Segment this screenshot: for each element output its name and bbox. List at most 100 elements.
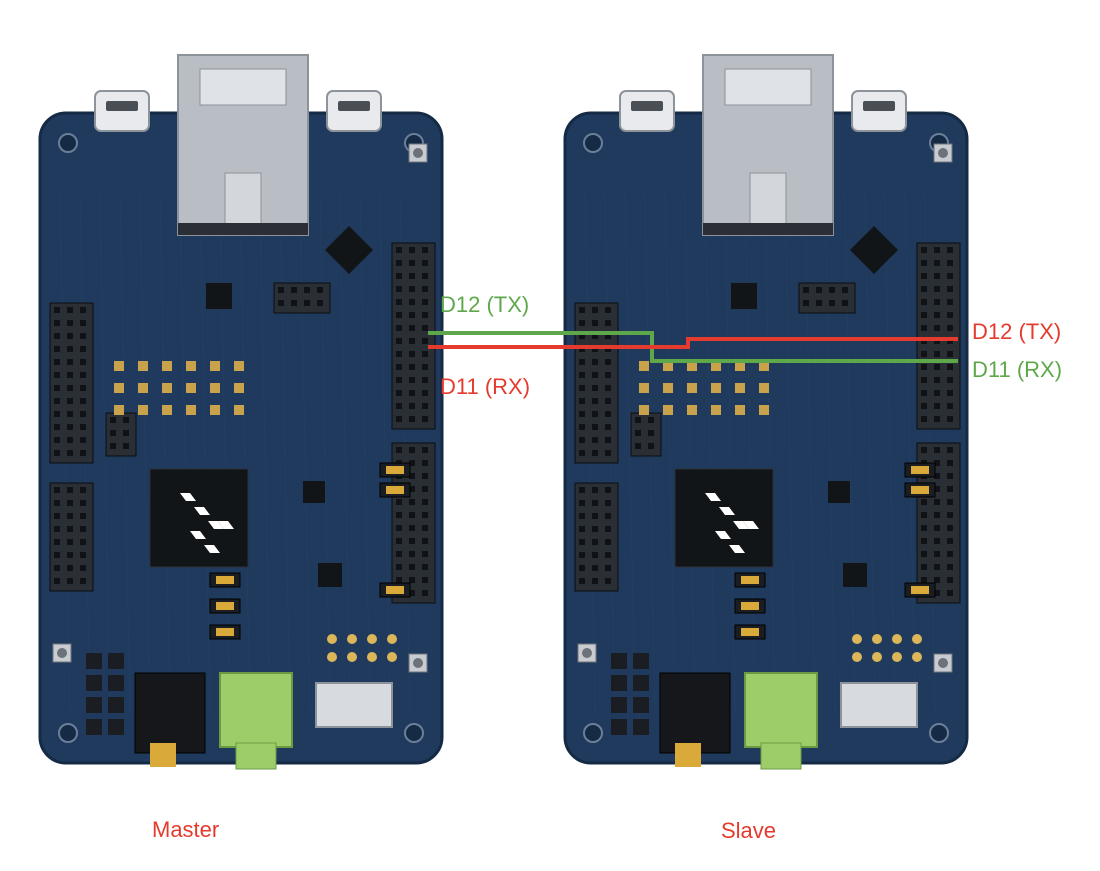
gold-pad	[912, 634, 922, 644]
nxp-chevron-logo	[180, 493, 234, 553]
sensor-chip	[849, 225, 899, 275]
master-board	[38, 54, 444, 770]
gold-pad	[639, 405, 649, 415]
gold-pad	[663, 361, 673, 371]
jumper-pin	[86, 653, 102, 669]
audio-jack-green	[219, 672, 293, 748]
jumper	[904, 582, 936, 598]
jumper-pin	[611, 697, 627, 713]
gold-pad	[138, 383, 148, 393]
ic-small	[843, 563, 867, 587]
gold-pad	[210, 361, 220, 371]
mounting-hole	[58, 133, 78, 153]
jumper	[734, 598, 766, 614]
gold-pad	[711, 405, 721, 415]
gold-pad	[852, 652, 862, 662]
gold-pad	[138, 361, 148, 371]
slave-rx-label: D11 (RX)	[972, 357, 1063, 382]
jumper-pin	[611, 653, 627, 669]
gold-pad	[759, 405, 769, 415]
jumper	[379, 482, 411, 498]
jumper-pin	[86, 697, 102, 713]
jumper-pin	[108, 675, 124, 691]
jumper	[734, 624, 766, 640]
slave-tx-label: D12 (TX)	[972, 319, 1062, 344]
gold-pad	[663, 405, 673, 415]
mounting-hole	[929, 723, 949, 743]
jumper-pin	[108, 697, 124, 713]
rx-to-tx-wire	[428, 337, 958, 349]
jumper	[904, 462, 936, 478]
gold-pad	[234, 405, 244, 415]
gold-pad	[735, 361, 745, 371]
jumper	[734, 572, 766, 588]
gold-pad	[234, 361, 244, 371]
mounting-hole	[583, 723, 603, 743]
audio-jack-black	[134, 672, 206, 754]
header-left-top	[49, 302, 94, 464]
small-header	[630, 412, 662, 457]
gold-pad	[735, 405, 745, 415]
gold-pad	[114, 383, 124, 393]
ic-small	[731, 283, 757, 309]
jumper-pin	[633, 675, 649, 691]
gold-pad	[186, 405, 196, 415]
gold-pad	[687, 405, 697, 415]
gold-pad	[687, 361, 697, 371]
header-left-top	[574, 302, 619, 464]
gold-pad	[872, 634, 882, 644]
gold-pad	[210, 405, 220, 415]
ic-small	[206, 283, 232, 309]
sd-card-slot	[840, 682, 918, 728]
jumper-pin	[86, 675, 102, 691]
audio-jack-black	[659, 672, 731, 754]
jumper-pin	[633, 719, 649, 735]
master-rx-label: D11 (RX)	[440, 374, 531, 399]
sensor-chip	[324, 225, 374, 275]
jumper	[209, 572, 241, 588]
gold-pad	[852, 634, 862, 644]
gold-pad	[759, 361, 769, 371]
debug-header	[798, 282, 856, 314]
audio-jack-green	[744, 672, 818, 748]
gold-pad	[162, 361, 172, 371]
gold-pad	[759, 383, 769, 393]
header-left-bottom	[49, 482, 94, 592]
gold-pad	[892, 634, 902, 644]
ic-small	[318, 563, 342, 587]
gold-pad	[327, 652, 337, 662]
slave-board	[563, 54, 969, 770]
gold-pad	[711, 383, 721, 393]
ic-small	[828, 481, 850, 503]
gold-pad	[892, 652, 902, 662]
mcu-chip	[149, 468, 249, 568]
header-left-bottom	[574, 482, 619, 592]
gold-pad	[912, 652, 922, 662]
gold-pad	[347, 634, 357, 644]
master-caption: Master	[152, 817, 220, 842]
gold-pad	[138, 405, 148, 415]
jumper	[209, 598, 241, 614]
mcu-chip	[674, 468, 774, 568]
gold-pad	[162, 405, 172, 415]
gold-pad	[186, 361, 196, 371]
debug-header	[273, 282, 331, 314]
jumper	[209, 624, 241, 640]
jumper-pin	[611, 719, 627, 735]
jumper-pin	[108, 719, 124, 735]
mounting-hole	[58, 723, 78, 743]
gold-pad	[327, 634, 337, 644]
jumper	[379, 462, 411, 478]
slave-caption: Slave	[721, 818, 777, 843]
gold-pad	[735, 383, 745, 393]
gold-pad	[711, 361, 721, 371]
gold-pad	[367, 634, 377, 644]
sd-card-slot	[315, 682, 393, 728]
gold-pad	[387, 634, 397, 644]
uart-wires	[428, 331, 958, 363]
ic-small	[303, 481, 325, 503]
header-right-top	[916, 242, 961, 430]
nxp-chevron-logo	[705, 493, 759, 553]
gold-pad	[162, 383, 172, 393]
